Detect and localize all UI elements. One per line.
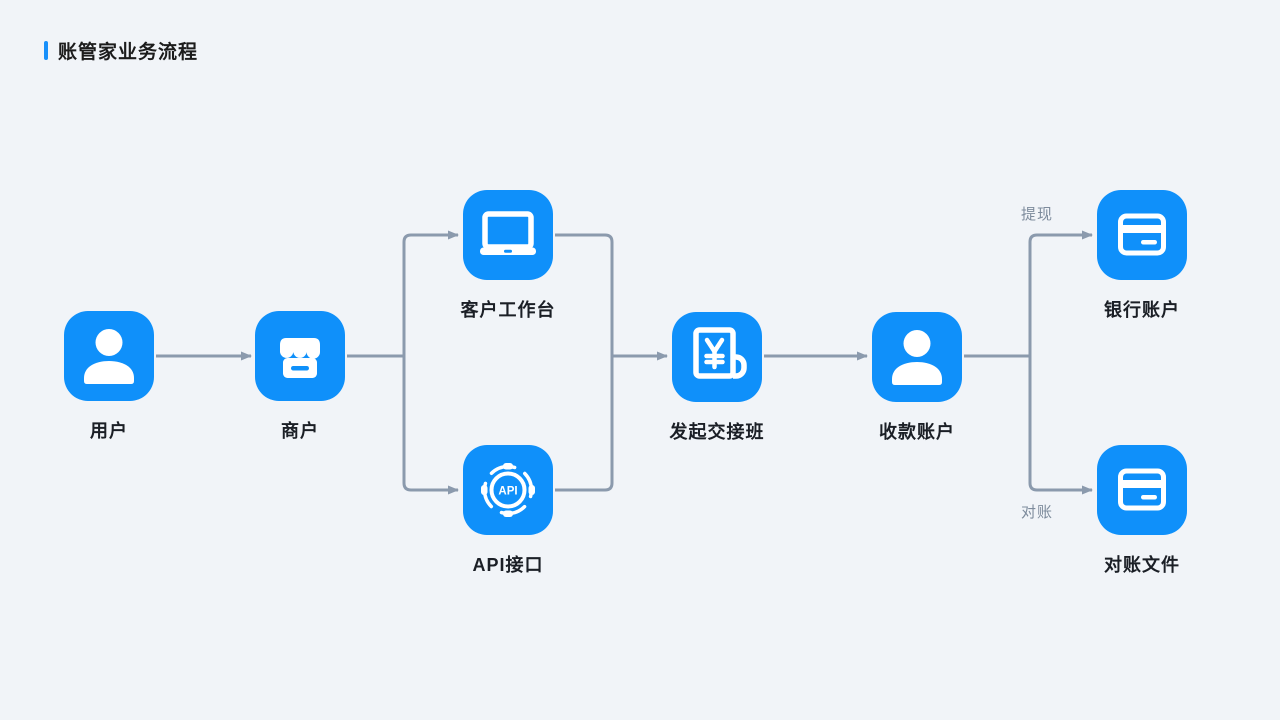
edge-api-merge xyxy=(555,356,614,492)
monitor-icon xyxy=(480,211,536,255)
edge-branch-workstation xyxy=(402,230,459,356)
node-bank-label: 银行账户 xyxy=(1104,300,1180,320)
page-title: 账管家业务流程 xyxy=(44,37,198,64)
node-handover-label: 发起交接班 xyxy=(669,422,765,442)
title-accent-bar xyxy=(44,41,48,60)
edge-branch-api xyxy=(402,356,459,495)
node-bank-account: 银行账户 xyxy=(1067,190,1217,322)
person-icon xyxy=(892,330,942,385)
bank-card-icon xyxy=(1118,213,1166,256)
api-icon: API xyxy=(481,463,535,517)
node-bank-tile xyxy=(1097,190,1187,280)
edge-branch-recon xyxy=(1028,356,1093,495)
node-api-label: API接口 xyxy=(472,555,544,575)
person-icon xyxy=(84,329,134,384)
node-workstation: 客户工作台 xyxy=(433,190,583,322)
node-workstation-label: 客户工作台 xyxy=(460,300,556,320)
page-title-text: 账管家业务流程 xyxy=(58,42,199,63)
node-api-tile: API xyxy=(463,445,553,535)
node-user: 用户 xyxy=(34,311,184,443)
node-user-label: 用户 xyxy=(90,421,128,441)
edge-branch-bank xyxy=(1028,230,1093,356)
node-receiving-label: 收款账户 xyxy=(879,422,955,442)
node-merchant: 商户 xyxy=(225,311,375,443)
node-recon-file: 对账文件 xyxy=(1067,445,1217,577)
edge-label-withdraw: 提现 xyxy=(1021,206,1054,223)
node-handover-tile xyxy=(672,312,762,402)
receipt-yen-icon xyxy=(693,327,747,379)
store-icon xyxy=(280,338,320,378)
bank-card-icon xyxy=(1118,468,1166,511)
node-receiving-tile xyxy=(872,312,962,402)
node-recon-label: 对账文件 xyxy=(1104,555,1180,575)
node-merchant-tile xyxy=(255,311,345,401)
edge-workstation-merge xyxy=(555,233,614,356)
node-merchant-label: 商户 xyxy=(281,421,319,441)
node-workstation-tile xyxy=(463,190,553,280)
node-recon-tile xyxy=(1097,445,1187,535)
edge-label-reconcile: 对账 xyxy=(1021,504,1054,521)
api-icon-text: API xyxy=(498,486,517,498)
node-api: API API接口 xyxy=(433,445,583,577)
node-user-tile xyxy=(64,311,154,401)
node-receiving-account: 收款账户 xyxy=(842,312,992,444)
node-handover: 发起交接班 xyxy=(642,312,792,444)
